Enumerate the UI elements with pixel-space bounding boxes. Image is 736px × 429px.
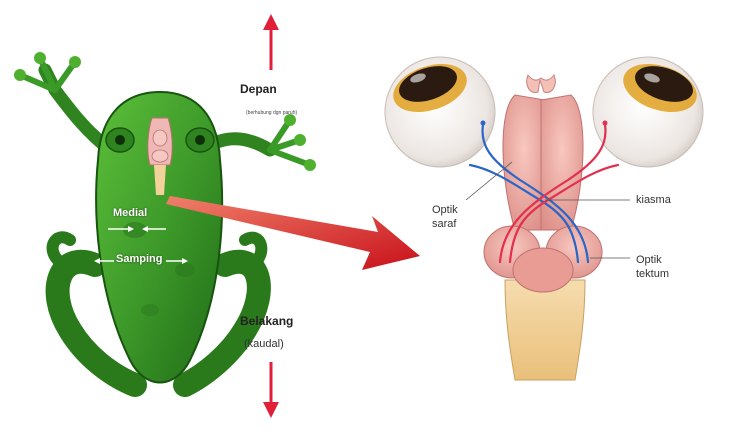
label-depan-note: (berhubung dgn paruh) [246,110,298,116]
label-optik-saraf-1: Optik [432,204,458,216]
label-kaudal: (kaudal) [244,338,284,350]
leader-lines [465,161,630,259]
label-optik-tektum-1: Optik [636,254,662,266]
label-optik-saraf-2: saraf [432,218,457,230]
left-eye-illustration [384,56,496,168]
medial-arrows [108,226,166,232]
label-kiasma: kiasma [636,194,671,206]
pointer-arrow [166,196,420,270]
label-medial: Medial [113,207,148,219]
frog-illustration [14,52,316,397]
label-samping: Samping [116,253,163,265]
label-optik-tektum-2: tektum [636,268,670,280]
label-depan: Depan [240,82,277,96]
brain-illustration [483,74,603,381]
label-belakang: Belakang [240,314,294,328]
right-eye-illustration [592,56,704,168]
axis-arrow [263,14,279,418]
samping-arrows [94,258,188,264]
